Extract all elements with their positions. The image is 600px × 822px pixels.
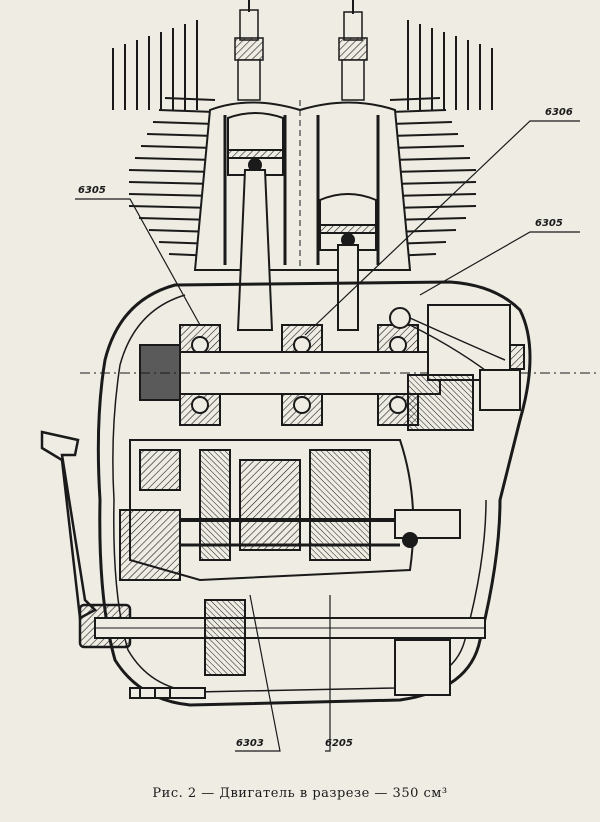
cooling-fin <box>389 145 465 149</box>
cooling-fin <box>389 193 477 197</box>
cooling-fin <box>389 181 477 185</box>
right-cylinder-fins <box>389 20 493 257</box>
cooling-fin <box>158 109 216 113</box>
callout-label-6303: 6303 <box>236 738 264 749</box>
cooling-fin <box>152 121 216 125</box>
callout-leaders <box>75 120 580 752</box>
right-piston <box>319 193 377 251</box>
cooling-fin <box>128 181 216 185</box>
cooling-fin <box>389 169 477 173</box>
cooling-fin <box>389 157 471 161</box>
callout-label-6305-right: 6305 <box>535 218 563 229</box>
kickstart-lever <box>40 430 132 649</box>
callout-label-6306: 6306 <box>545 107 573 118</box>
drain-bolt <box>129 687 206 699</box>
cooling-fin <box>128 169 216 173</box>
lower-shaft <box>94 599 486 696</box>
cooling-fin <box>134 157 216 161</box>
gearbox <box>119 439 461 582</box>
figure-caption: Рис. 2 — Двигатель в разрезе — 350 см³ <box>152 786 448 801</box>
generator-unit <box>389 304 525 431</box>
cooling-fin <box>389 133 459 137</box>
callout-label-6305-left: 6305 <box>78 185 106 196</box>
connecting-rods <box>236 169 359 331</box>
cooling-fin <box>389 121 453 125</box>
cooling-fin <box>128 193 216 197</box>
callout-label-6205: 6205 <box>325 738 353 749</box>
cooling-fin <box>146 133 216 137</box>
crankshaft <box>80 344 600 401</box>
left-piston <box>227 112 284 176</box>
spark-plug-left <box>234 0 264 101</box>
spark-plug-right <box>338 0 368 101</box>
cooling-fin <box>140 145 216 149</box>
cooling-fin <box>389 109 447 113</box>
